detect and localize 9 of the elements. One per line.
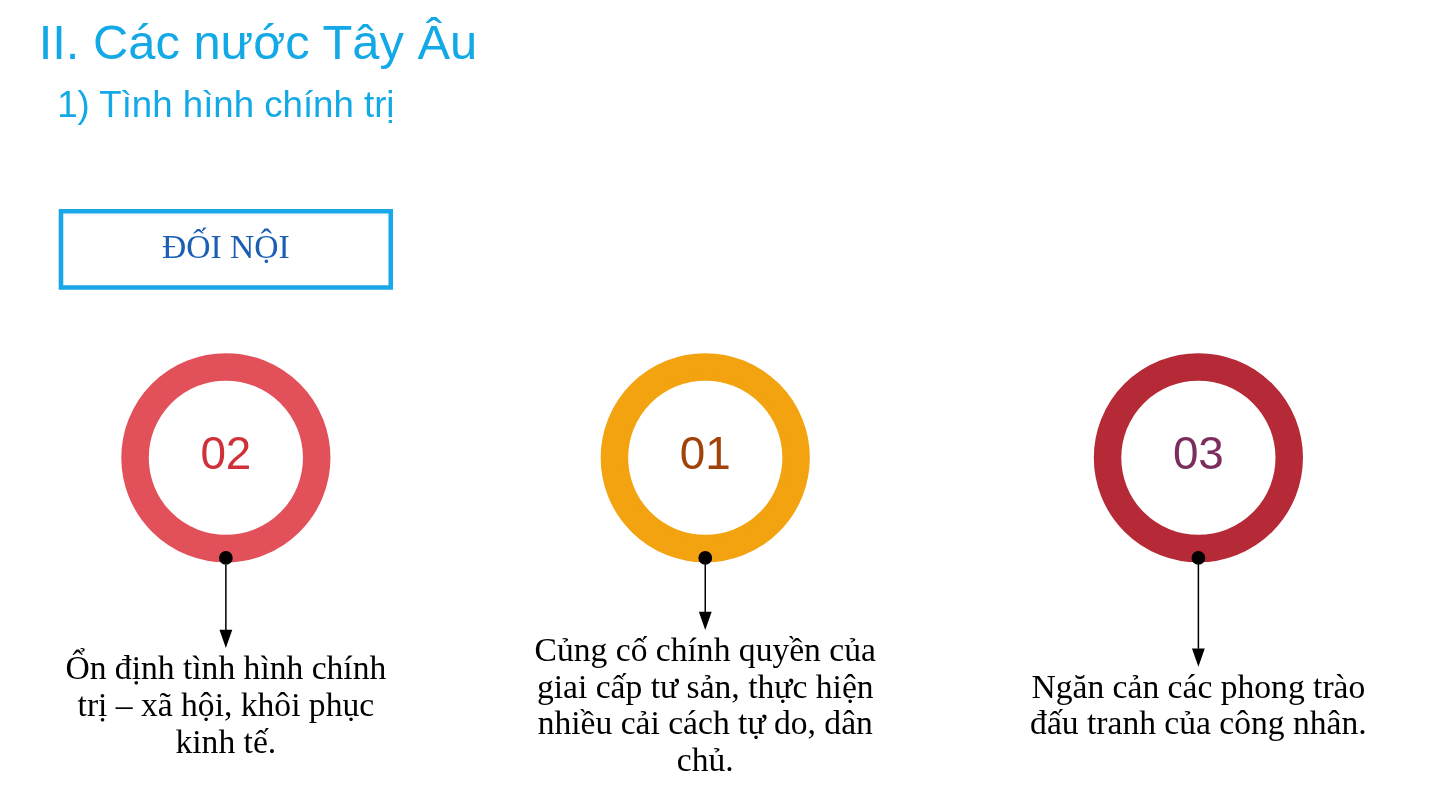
arrow	[1191, 551, 1206, 667]
node-text: Ngăn cản các phong trào đấu tranh của công nhân.	[1030, 667, 1367, 742]
arrow	[698, 551, 713, 631]
label: 1) Tình hình chính trị	[57, 83, 395, 125]
arrow	[219, 551, 233, 649]
node-text: Củng cố chính quyền của giai cấp tư sản, thực hiện nhiều cải cách tự do, dân chủ.	[534, 630, 876, 778]
node-text: Ổn định tình hình chính trị – xã hội, khôi phục kinh tế.	[65, 649, 387, 760]
node-box: ĐỐI NỘI	[58, 208, 394, 290]
diagram-title: II. Các nước Tây Âu	[38, 15, 478, 70]
